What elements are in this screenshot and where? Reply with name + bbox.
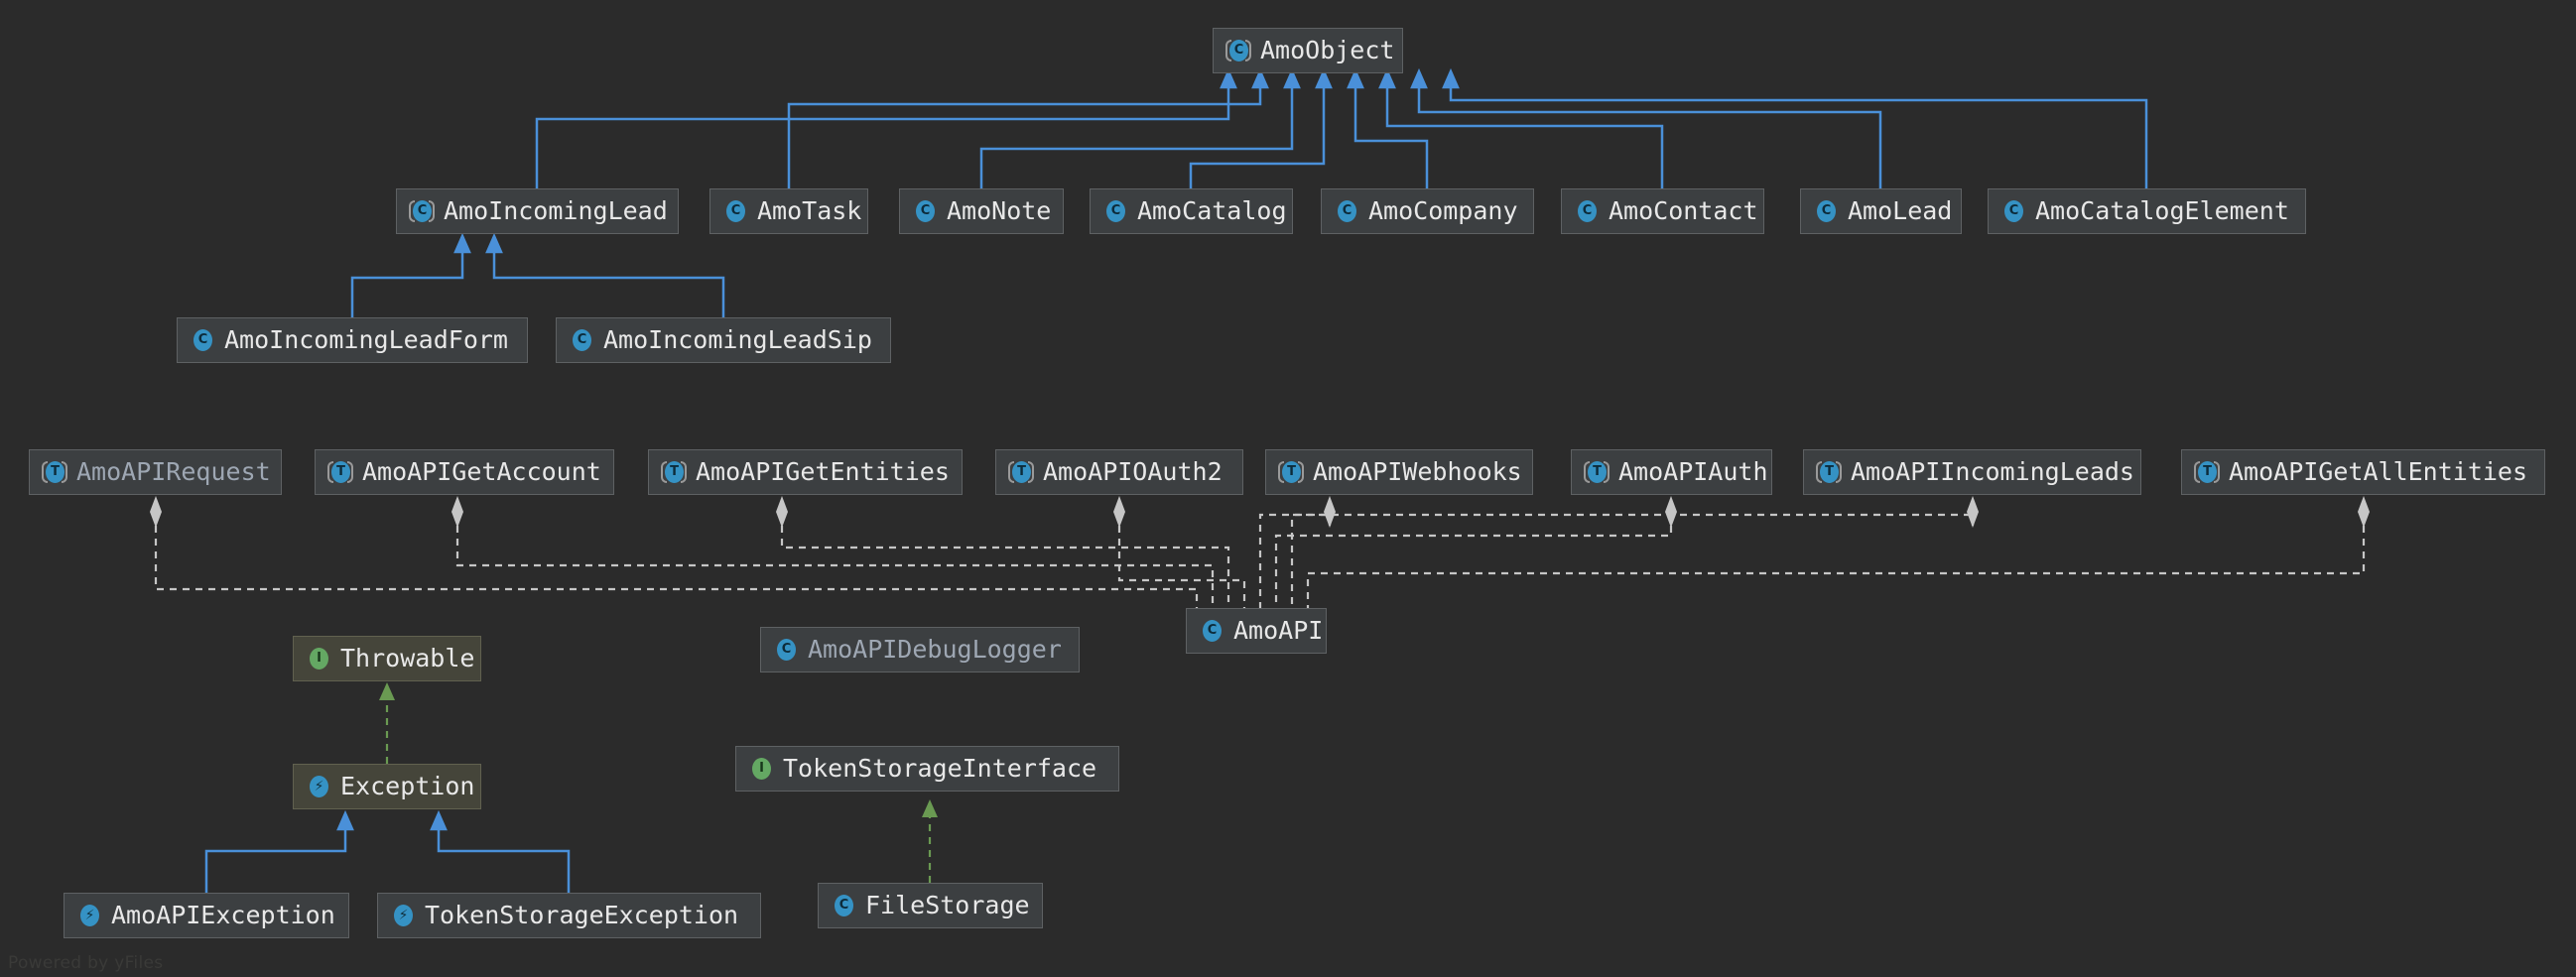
class-icon: C — [190, 327, 215, 353]
trait-node-amoapiincomingleads[interactable]: T AmoAPIIncomingLeads — [1803, 449, 2141, 495]
class-node-label: AmoAPIAuth — [1618, 457, 1768, 486]
trait-icon: T — [1584, 459, 1610, 485]
trait-icon: T — [1278, 459, 1304, 485]
class-node-label: Exception — [340, 772, 475, 800]
class-node-amonote[interactable]: C AmoNote — [899, 188, 1064, 234]
class-node-label: AmoAPIGetEntities — [696, 457, 950, 486]
class-node-label: AmoIncomingLeadForm — [224, 325, 508, 354]
class-node-label: Throwable — [340, 644, 475, 672]
realization-arrowhead — [379, 682, 395, 700]
trait-icon: T — [2194, 459, 2220, 485]
trait-icon: T — [42, 459, 67, 485]
class-icon: C — [1102, 198, 1128, 224]
trait-node-amoapirequest[interactable]: T AmoAPIRequest — [29, 449, 282, 495]
trait-icon: T — [1816, 459, 1842, 485]
class-node-label: AmoLead — [1848, 196, 1953, 225]
interface-node-throwable[interactable]: I Throwable — [293, 636, 481, 681]
class-icon: C — [722, 198, 748, 224]
class-icon: C — [2000, 198, 2026, 224]
inheritance-edges-amoobject — [535, 67, 2148, 188]
class-icon: C — [569, 327, 594, 353]
class-node-label: AmoIncomingLeadSip — [603, 325, 872, 354]
class-node-label: AmoAPIWebhooks — [1313, 457, 1522, 486]
class-node-amoapiexception[interactable]: AmoAPIException — [64, 893, 349, 938]
class-node-amoobject[interactable]: C AmoObject — [1213, 28, 1403, 73]
class-node-amoincominglead[interactable]: C AmoIncomingLead — [396, 188, 679, 234]
trait-icon: T — [327, 459, 353, 485]
trait-node-amoapigetentities[interactable]: T AmoAPIGetEntities — [648, 449, 963, 495]
class-node-exception[interactable]: Exception — [293, 764, 481, 809]
class-node-tokenstorageexception[interactable]: TokenStorageException — [377, 893, 761, 938]
yfiles-watermark: Powered by yFiles — [8, 953, 164, 973]
class-node-label: FileStorage — [865, 891, 1030, 919]
class-node-label: AmoTask — [757, 196, 862, 225]
class-node-amocatalog[interactable]: C AmoCatalog — [1090, 188, 1293, 234]
class-node-label: AmoCompany — [1368, 196, 1518, 225]
class-node-amoincomingleadsip[interactable]: C AmoIncomingLeadSip — [556, 317, 891, 363]
class-node-amocompany[interactable]: C AmoCompany — [1321, 188, 1534, 234]
class-node-label: AmoObject — [1260, 36, 1395, 64]
trait-node-amoapigetaccount[interactable]: T AmoAPIGetAccount — [315, 449, 614, 495]
trait-node-amoapioauth2[interactable]: T AmoAPIOAuth2 — [995, 449, 1243, 495]
exception-icon — [76, 903, 102, 928]
class-icon: C — [1574, 198, 1600, 224]
trait-icon: T — [1008, 459, 1034, 485]
trait-use-edges — [154, 513, 2366, 608]
class-node-label: AmoAPIException — [111, 901, 335, 929]
interface-icon: I — [748, 756, 774, 782]
class-node-amoapi[interactable]: C AmoAPI — [1186, 608, 1327, 654]
class-node-amoapidebuglogger[interactable]: C AmoAPIDebugLogger — [760, 627, 1080, 672]
abstract-class-icon: C — [1225, 38, 1251, 63]
class-node-label: AmoAPIRequest — [76, 457, 271, 486]
inheritance-edges-exception — [204, 809, 571, 893]
class-icon: C — [1334, 198, 1359, 224]
trait-node-amoapigetallentities[interactable]: T AmoAPIGetAllEntities — [2181, 449, 2545, 495]
class-node-label: AmoCatalog — [1137, 196, 1287, 225]
class-node-amotask[interactable]: C AmoTask — [709, 188, 868, 234]
class-node-label: AmoContact — [1609, 196, 1758, 225]
class-node-amocatalogelement[interactable]: C AmoCatalogElement — [1988, 188, 2306, 234]
interface-node-tokenstorageinterface[interactable]: I TokenStorageInterface — [735, 746, 1119, 792]
class-node-label: AmoAPIGetAllEntities — [2229, 457, 2528, 486]
class-node-label: AmoAPIOAuth2 — [1043, 457, 1223, 486]
class-node-label: AmoCatalogElement — [2035, 196, 2289, 225]
class-node-amocontact[interactable]: C AmoContact — [1561, 188, 1764, 234]
class-node-label: AmoNote — [947, 196, 1052, 225]
realization-arrowhead-2 — [922, 799, 938, 817]
class-icon: C — [773, 637, 799, 663]
trait-node-amoapiwebhooks[interactable]: T AmoAPIWebhooks — [1265, 449, 1533, 495]
class-icon: C — [831, 893, 856, 918]
class-node-label: AmoAPI — [1233, 616, 1324, 645]
interface-icon: I — [306, 646, 331, 672]
class-icon: C — [1813, 198, 1839, 224]
class-node-label: AmoAPIIncomingLeads — [1851, 457, 2134, 486]
class-icon: C — [912, 198, 938, 224]
class-node-filestorage[interactable]: C FileStorage — [818, 883, 1043, 928]
exception-icon — [390, 903, 416, 928]
exception-icon — [306, 774, 331, 799]
class-node-label: AmoAPIGetAccount — [362, 457, 601, 486]
trait-use-diamonds — [150, 496, 2370, 528]
class-icon: C — [1199, 618, 1224, 644]
inheritance-edges-incominglead — [350, 232, 725, 317]
trait-icon: T — [661, 459, 687, 485]
class-node-label: TokenStorageInterface — [783, 754, 1097, 783]
class-node-label: AmoAPIDebugLogger — [808, 635, 1062, 664]
abstract-class-icon: C — [409, 198, 435, 224]
trait-node-amoapiauth[interactable]: T AmoAPIAuth — [1571, 449, 1772, 495]
class-node-amoincomingleadform[interactable]: C AmoIncomingLeadForm — [177, 317, 528, 363]
class-node-label: AmoIncomingLead — [444, 196, 668, 225]
class-node-amolead[interactable]: C AmoLead — [1800, 188, 1962, 234]
class-node-label: TokenStorageException — [425, 901, 739, 929]
